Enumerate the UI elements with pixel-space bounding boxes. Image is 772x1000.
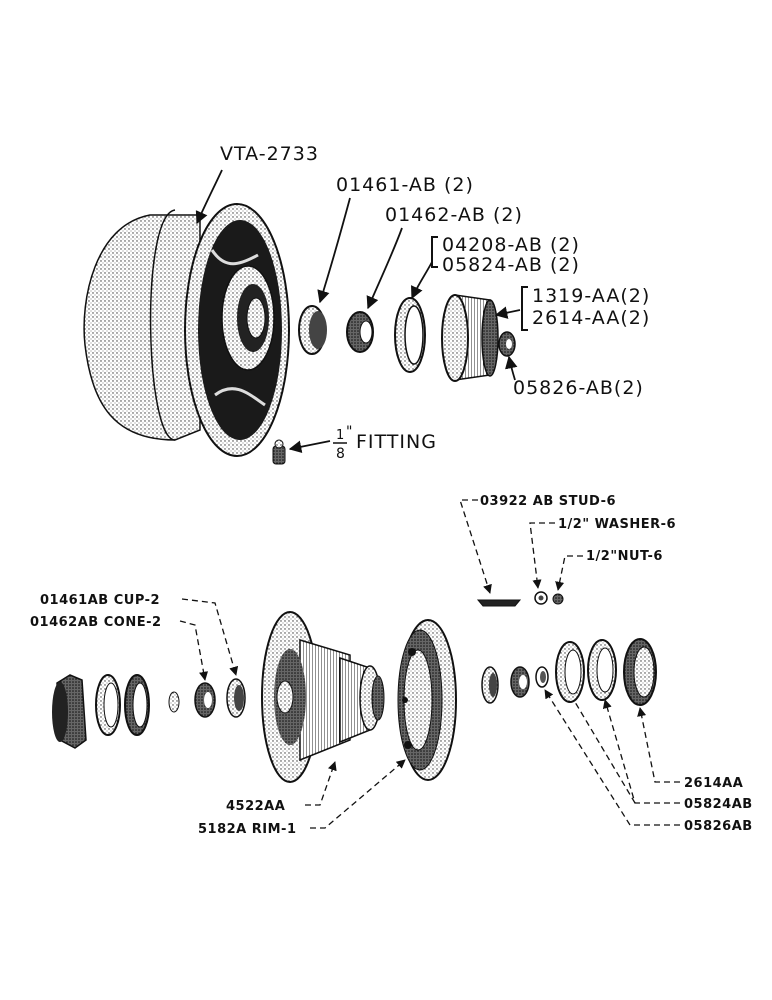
label-wheel: VTA-2733 — [220, 143, 319, 165]
label-seal-lower: 05824AB — [684, 797, 753, 812]
hex-nut — [52, 674, 87, 749]
upper-assembly: VTA-2733 01461-AB (2) 01462-AB (2) 04208… — [83, 143, 650, 465]
label-nut-lower: 1/2"NUT-6 — [586, 549, 663, 564]
label-washer: 1/2" WASHER-6 — [558, 517, 676, 532]
lower-assembly: 03922 AB STUD-6 1/2" WASHER-6 1/2"NUT-6 … — [30, 494, 753, 837]
label-nut: 05826-AB(2) — [513, 377, 644, 399]
seal-ring-left-2 — [124, 674, 150, 736]
cone-01462ab — [194, 682, 216, 718]
nut-05826-ab — [498, 331, 516, 357]
stud-03922ab — [476, 599, 522, 607]
grease-fitting — [272, 439, 286, 465]
leader-cap — [494, 306, 521, 319]
leader-cone-lower — [179, 620, 209, 681]
leader-cone — [366, 227, 403, 310]
label-stud: 03922 AB STUD-6 — [480, 494, 616, 509]
seal-04208-ab — [394, 297, 426, 373]
small-washer-left — [168, 691, 180, 713]
hub-4522aa — [261, 611, 385, 783]
leader-cap-lower — [637, 707, 680, 783]
seal-05824ab-2 — [587, 639, 617, 701]
label-hub: 4522AA — [226, 799, 285, 814]
leader-nut — [505, 355, 518, 381]
leader-nut — [555, 555, 583, 591]
label-cup-lower: 01461AB CUP-2 — [40, 593, 160, 608]
leader-locknut — [544, 689, 680, 826]
leader-seal — [411, 261, 433, 300]
label-locknut: 05826AB — [684, 819, 753, 834]
cup-right — [481, 666, 499, 704]
leader-cup — [317, 197, 351, 304]
label-cap-b: 2614-AA(2) — [532, 307, 650, 329]
cone-01462-ab — [346, 311, 374, 353]
bracket-cap — [521, 286, 528, 331]
cone-right — [510, 666, 530, 698]
label-fitting-group: 1 8 " FITTING — [333, 424, 437, 462]
label-cap-a: 1319-AA(2) — [532, 285, 650, 307]
leader-washer — [529, 522, 555, 589]
label-fitting: FITTING — [356, 431, 437, 453]
seal-05824ab-1 — [555, 641, 585, 703]
locknut-05826ab — [535, 666, 549, 688]
seal-ring-left-1 — [95, 674, 121, 736]
leader-rim — [310, 759, 406, 829]
rim-5182a — [397, 619, 457, 781]
washer-half-inch — [534, 591, 548, 605]
label-seal-b: 05824-AB (2) — [442, 254, 580, 276]
leader-stud — [459, 499, 492, 594]
label-cone: 01462-AB (2) — [385, 204, 523, 226]
label-cap-lower: 2614AA — [684, 776, 743, 791]
wheel-vta-2733 — [83, 203, 290, 457]
leader-wheel — [195, 169, 223, 225]
leader-hub — [305, 761, 337, 806]
leader-seal-lower-1 — [602, 699, 680, 804]
cup-01461-ab — [298, 305, 327, 355]
label-seal-a: 04208-AB (2) — [442, 234, 580, 256]
leader-fitting — [288, 440, 331, 453]
label-cone-lower: 01462AB CONE-2 — [30, 615, 162, 630]
fitting-fraction-den: 8 — [336, 446, 345, 462]
nut-half-inch — [552, 593, 564, 605]
fitting-fraction-num: 1 — [336, 428, 344, 443]
leader-cup-lower — [181, 598, 239, 676]
fitting-inch-mark: " — [346, 424, 352, 440]
cup-01461ab — [226, 678, 246, 718]
hub-cap-1319-aa — [441, 294, 499, 382]
label-cup: 01461-AB (2) — [336, 174, 474, 196]
bracket-seal — [431, 236, 438, 268]
label-rim: 5182A RIM-1 — [198, 822, 297, 837]
cap-2614aa — [623, 638, 657, 706]
